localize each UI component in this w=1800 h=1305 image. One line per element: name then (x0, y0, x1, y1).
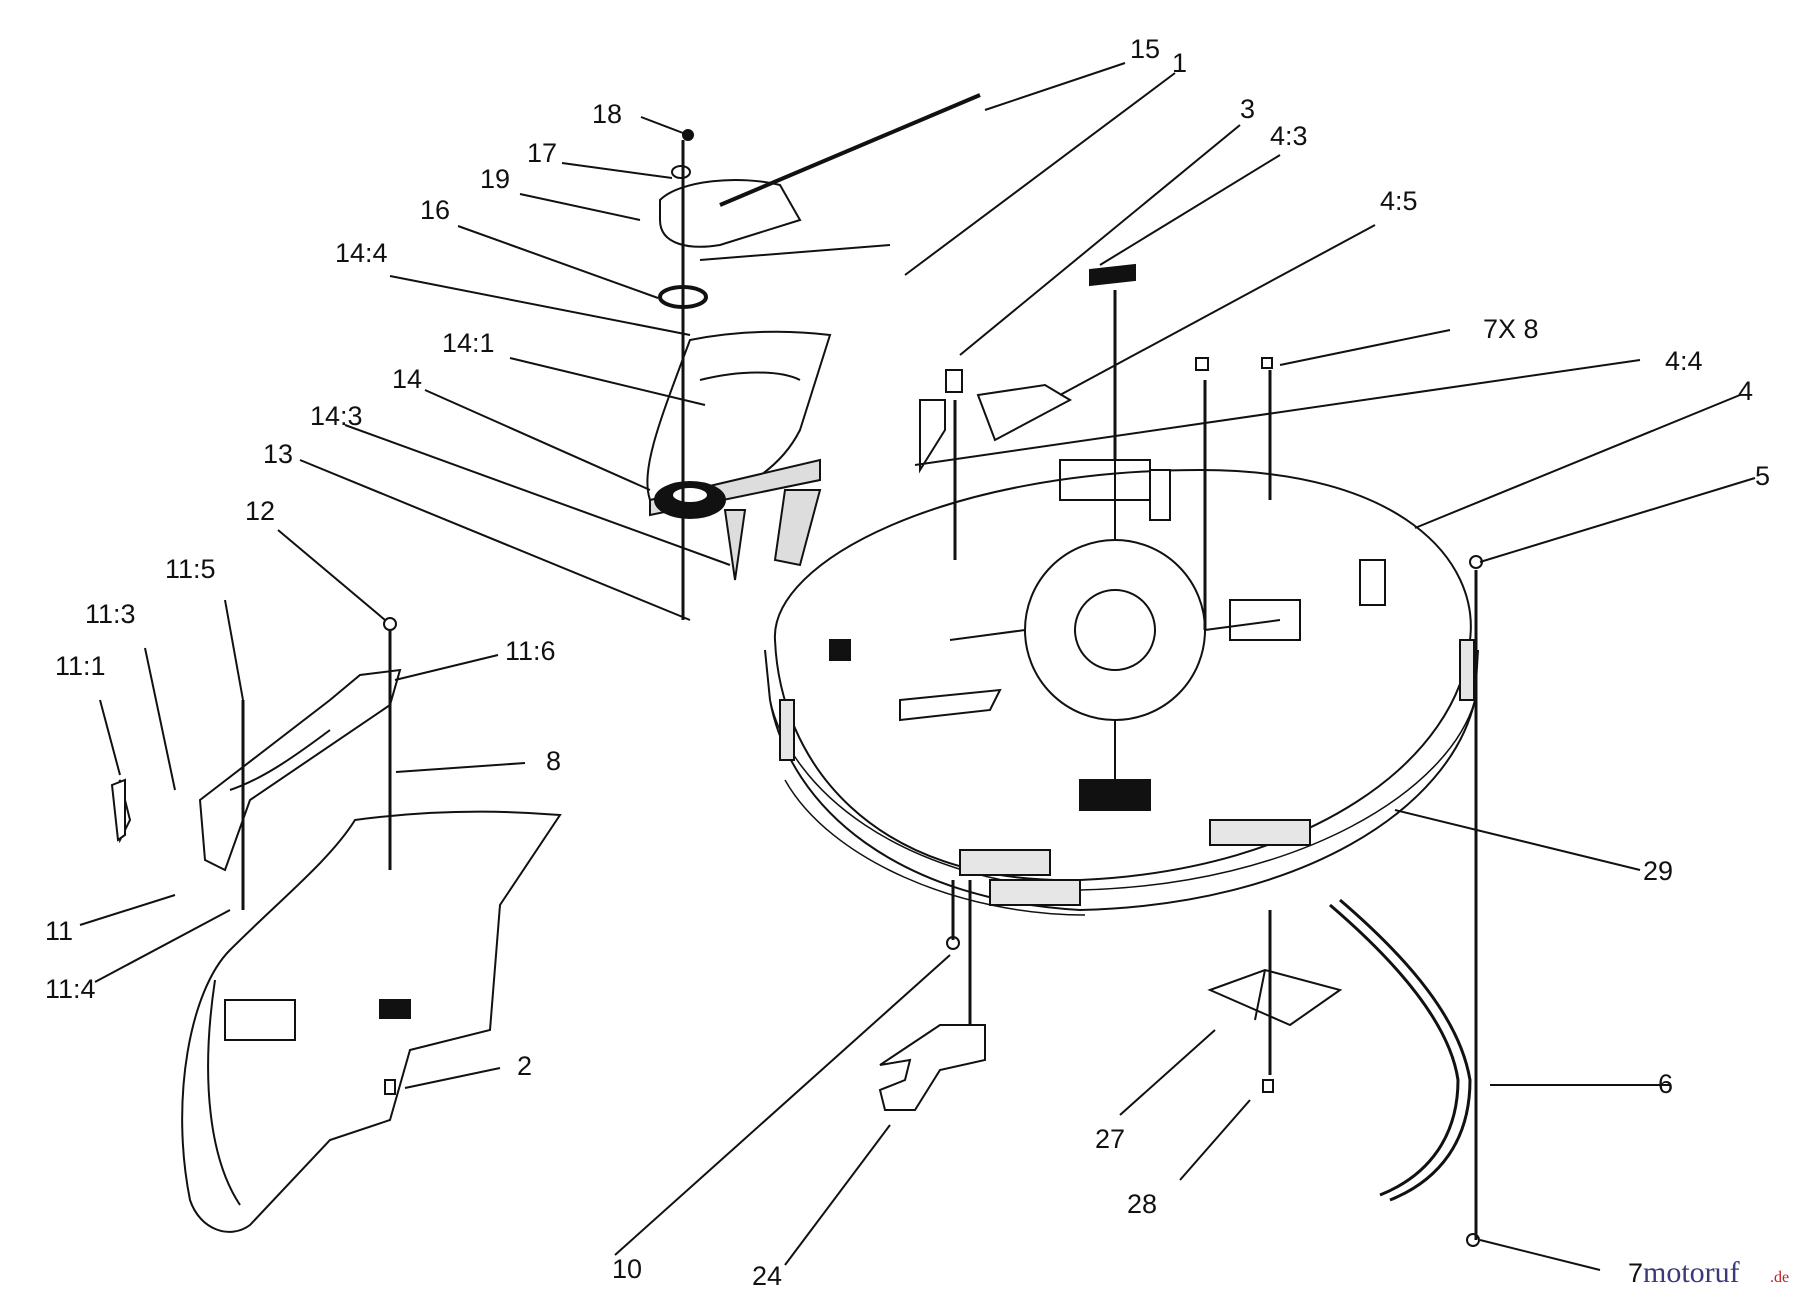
callout-3: 3 (1240, 94, 1255, 124)
watermark-suffix: .de (1770, 1269, 1789, 1286)
callout-24: 24 (752, 1261, 782, 1291)
callout-28: 28 (1127, 1189, 1157, 1219)
leader-lines (79, 62, 1756, 1271)
callout-11: 11 (45, 916, 73, 946)
callout-4-4: 4:4 (1665, 346, 1703, 376)
callout-15: 15 (1130, 34, 1160, 64)
mower-deck (764, 399, 1479, 916)
callout-13: 13 (263, 439, 293, 469)
callout-4-5: 4:5 (1380, 186, 1418, 216)
center-lines (241, 140, 1478, 1240)
small-parts (110, 263, 1483, 1247)
watermark-text: motoruf (1643, 1256, 1740, 1289)
idler-arm (658, 93, 981, 309)
callout-18: 18 (592, 99, 622, 129)
callout-11-4: 11:4 (45, 974, 96, 1004)
callout-12: 12 (245, 496, 275, 526)
callout-11-1: 11:1 (55, 651, 106, 681)
callout-14-3: 14:3 (310, 401, 363, 431)
callout-labels: 15 1 3 4:3 4:5 18 17 19 16 14:4 14:1 14 … (45, 34, 1770, 1291)
callout-7: 7 (1628, 1258, 1643, 1288)
callout-19: 19 (480, 164, 510, 194)
callout-6: 6 (1658, 1069, 1673, 1099)
callout-29: 29 (1643, 856, 1673, 886)
callout-17: 17 (527, 138, 557, 168)
callout-27: 27 (1095, 1124, 1125, 1154)
callout-14: 14 (392, 364, 422, 394)
upper-shield (646, 330, 832, 581)
callout-11-6: 11:6 (505, 636, 556, 666)
callout-4-3: 4:3 (1270, 121, 1308, 151)
callout-10: 10 (612, 1254, 642, 1284)
callout-14-1: 14:1 (442, 328, 495, 358)
callout-16: 16 (420, 195, 450, 225)
callout-11-3: 11:3 (85, 599, 136, 629)
callout-5: 5 (1755, 461, 1770, 491)
callout-8: 8 (546, 746, 561, 776)
callout-2: 2 (517, 1051, 532, 1081)
callout-7x8: 7X 8 (1483, 314, 1539, 344)
callout-11-5: 11:5 (165, 554, 216, 584)
callout-14-4: 14:4 (335, 238, 388, 268)
watermark: motoruf .de (1643, 1256, 1789, 1289)
callout-4: 4 (1738, 376, 1753, 406)
callout-1: 1 (1172, 48, 1187, 78)
side-shield (181, 810, 562, 1233)
